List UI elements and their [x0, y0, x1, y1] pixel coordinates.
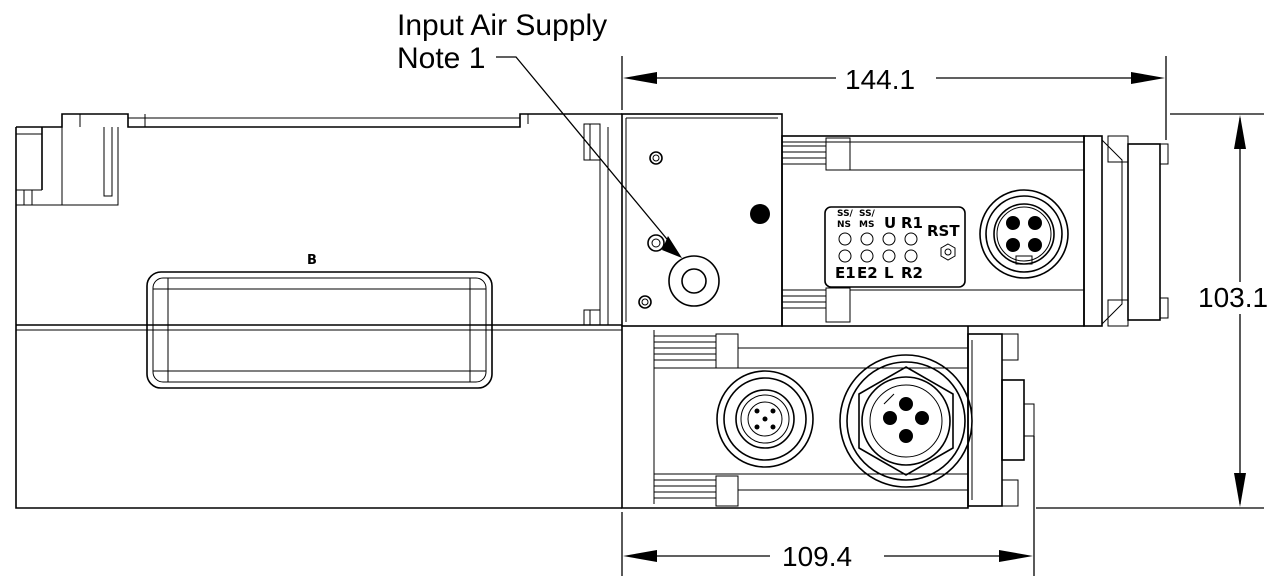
led-indicator — [838, 249, 852, 263]
led-indicator — [860, 249, 874, 263]
network-connector-icon — [839, 354, 973, 488]
plug-icon — [750, 204, 770, 224]
led-indicator — [904, 249, 918, 263]
callout-note: Note 1 — [397, 42, 485, 75]
dimension-height: 103.1 — [1036, 113, 1282, 509]
led-indicator — [838, 232, 852, 246]
dimension-top-width: 144.1 — [621, 56, 1167, 140]
led-label-ss-ns: SS/ — [837, 209, 854, 219]
power-connector-icon — [979, 189, 1069, 279]
sensor-connector-icon — [716, 370, 814, 468]
led-label-r1: R1 — [901, 214, 923, 232]
led-label-r2: R2 — [901, 264, 923, 282]
dimension-bottom-width-value: 109.4 — [782, 541, 852, 572]
led-label-ms: MS — [859, 220, 874, 230]
led-label-e1: E1 — [835, 264, 856, 282]
air-supply-callout: Input Air Supply Note 1 — [397, 9, 677, 251]
communication-module: SS/ NS SS/ MS U R1 E1 E2 L R2 RST — [781, 135, 1169, 327]
led-indicator — [882, 232, 896, 246]
callout-title: Input Air Supply — [397, 9, 607, 42]
led-indicator — [860, 232, 874, 246]
body-label: B — [307, 253, 317, 268]
led-label-e2: E2 — [857, 264, 878, 282]
air-inlet-port-icon — [668, 255, 720, 307]
led-label-ss-ms: SS/ — [859, 209, 876, 219]
reset-button-icon — [940, 243, 956, 261]
air-supply-block — [621, 113, 783, 327]
dimension-top-width-value: 144.1 — [845, 64, 915, 95]
status-led-panel — [824, 206, 966, 288]
main-body: B — [15, 113, 622, 509]
screw-icon — [649, 151, 663, 165]
led-label-l: L — [884, 264, 894, 282]
reset-label: RST — [927, 222, 960, 240]
dimension-height-value: 103.1 — [1198, 282, 1268, 313]
screw-icon — [638, 295, 652, 309]
led-indicator — [904, 232, 918, 246]
io-module — [621, 326, 1035, 509]
led-label-ns: NS — [837, 220, 851, 230]
led-indicator — [882, 249, 896, 263]
dimension-bottom-width: 109.4 — [621, 436, 1035, 576]
screw-icon — [647, 234, 665, 252]
led-label-u: U — [884, 214, 896, 232]
